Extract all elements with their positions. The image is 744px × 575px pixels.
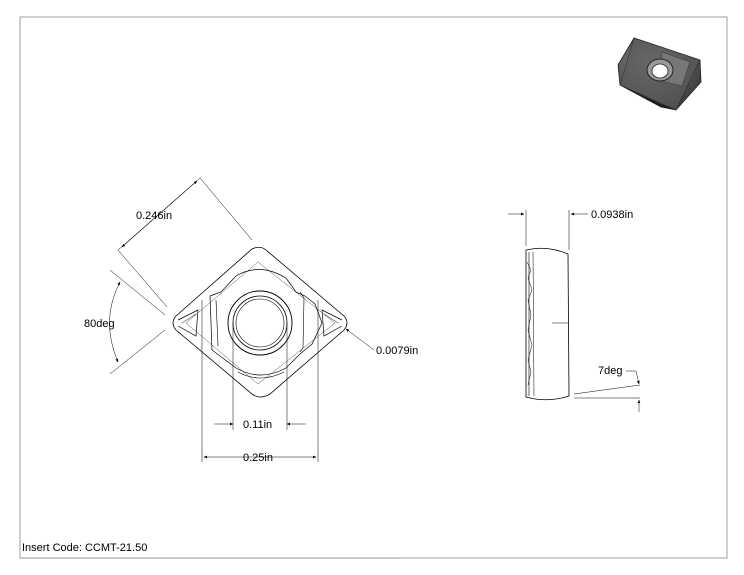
isometric-view <box>617 37 702 111</box>
drawing-border <box>19 16 728 559</box>
insert-outline <box>172 246 348 398</box>
dim-thickness: 0.0938in <box>591 209 633 221</box>
dim-overall-width: 0.25in <box>243 452 273 464</box>
chipbreaker-outline <box>185 261 336 385</box>
front-view <box>172 246 348 398</box>
dim-edge-length: 0.246in <box>136 210 172 222</box>
insert-code-label: Insert Code: CCMT-21.50 <box>22 542 147 554</box>
side-view-dimensions <box>508 210 641 412</box>
front-view-dimensions <box>109 177 375 462</box>
side-view <box>525 247 570 401</box>
dim-corner-radius: 0.0079in <box>376 345 418 357</box>
dim-angle: 80deg <box>84 318 115 330</box>
dim-clearance-angle: 7deg <box>598 365 622 377</box>
dim-hole-diameter: 0.11in <box>243 419 272 431</box>
hole-outer <box>227 290 293 356</box>
side-profile <box>525 247 570 401</box>
hole-inner <box>232 295 288 351</box>
